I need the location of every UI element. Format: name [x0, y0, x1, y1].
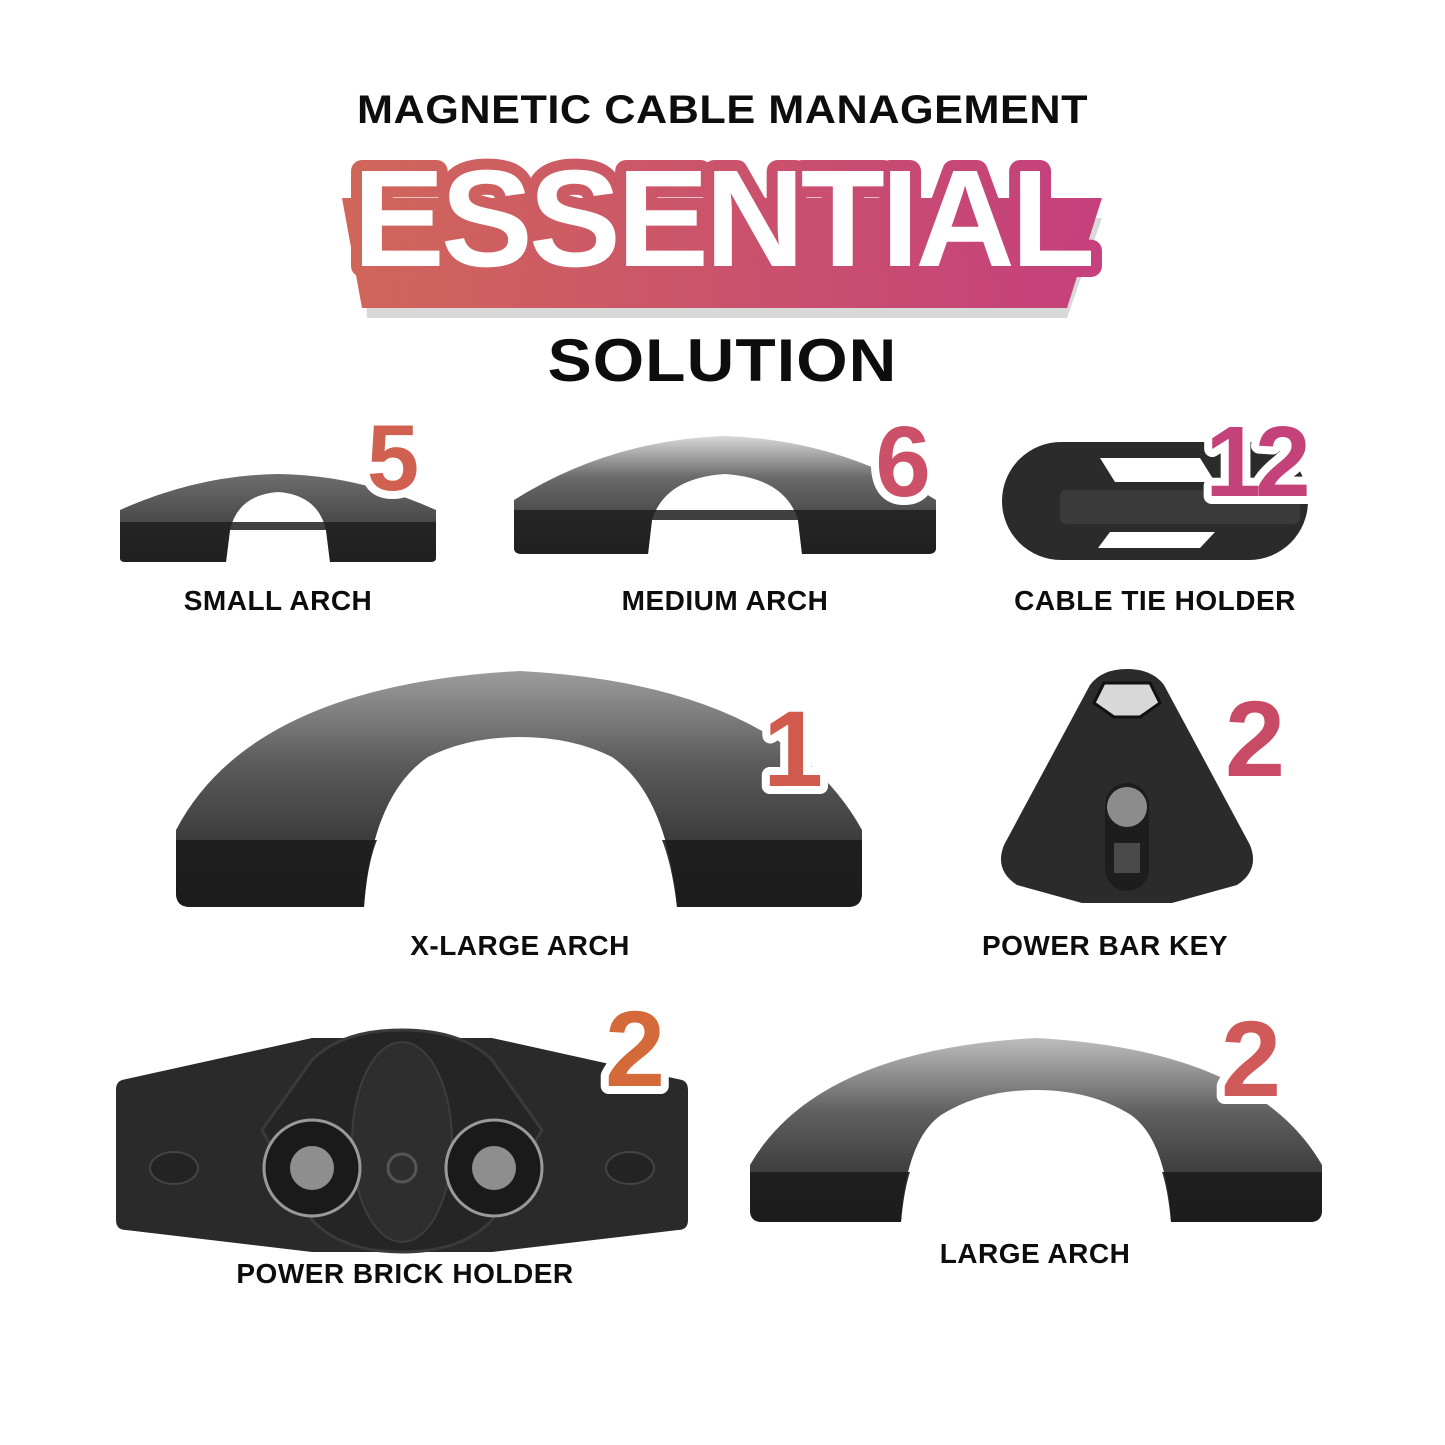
product-label-cable-tie-holder: CABLE TIE HOLDER — [1014, 585, 1296, 616]
arch-product-icon — [514, 436, 936, 554]
svg-text:2: 2 — [1221, 1000, 1281, 1110]
svg-text:1: 1 — [763, 690, 823, 800]
cable-tie-holder-icon — [1002, 442, 1308, 560]
quantity-badge-small-arch: 5 5 — [338, 397, 448, 518]
product-large-arch — [746, 1030, 1326, 1230]
product-small-arch — [118, 470, 438, 570]
svg-text:2: 2 — [1225, 680, 1285, 790]
product-label-small-arch: SMALL ARCH — [183, 585, 373, 616]
svg-text:5: 5 — [367, 412, 419, 502]
product-label-x-large-arch: X-LARGE ARCH — [410, 930, 630, 961]
arch-product-icon — [120, 474, 436, 562]
hero-title-graphic: ESSENTIAL ESSENTIAL — [342, 148, 1107, 318]
arch-product-icon — [750, 1038, 1322, 1222]
subtitle: MAGNETIC CABLE MANAGEMENT — [356, 88, 1089, 132]
product-label-medium-arch: MEDIUM ARCH — [621, 585, 829, 616]
svg-text:12: 12 — [1205, 410, 1307, 510]
svg-text:2: 2 — [605, 990, 665, 1100]
hero-word-outline: ESSENTIAL — [353, 148, 1092, 296]
svg-text:6: 6 — [875, 408, 931, 508]
svg-text:2: 2 — [1225, 680, 1285, 790]
svg-text:12: 12 — [1205, 410, 1307, 510]
svg-text:1: 1 — [763, 690, 823, 800]
arch-product-icon — [176, 671, 862, 907]
power-brick-holder-icon — [116, 1028, 688, 1254]
quantity-badge-large-arch: 2 2 — [1196, 990, 1306, 1127]
product-label-power-brick-holder: POWER BRICK HOLDER — [236, 1258, 574, 1289]
product-medium-arch — [510, 430, 940, 560]
svg-text:5: 5 — [367, 412, 419, 502]
svg-text:6: 6 — [875, 408, 931, 508]
hero-title: ESSENTIAL ESSENTIAL — [322, 148, 1122, 323]
product-power-brick-holder — [112, 1020, 692, 1260]
product-label-power-bar-key: POWER BAR KEY — [981, 930, 1229, 961]
quantity-badge-x-large-arch: 1 1 — [748, 680, 838, 817]
product-x-large-arch — [172, 665, 867, 915]
quantity-badge-power-bar-key: 2 2 — [1200, 670, 1310, 807]
product-cable-tie-holder — [1000, 420, 1310, 565]
tagline: SOLUTION — [547, 327, 898, 394]
product-label-large-arch: LARGE ARCH — [939, 1238, 1131, 1269]
product-power-bar-key — [992, 665, 1262, 915]
svg-text:2: 2 — [1221, 1000, 1281, 1110]
quantity-badge-cable-tie-holder: 12 12 — [1170, 398, 1340, 526]
svg-text:2: 2 — [605, 990, 665, 1100]
quantity-badge-medium-arch: 6 6 — [848, 398, 958, 526]
hero-word: ESSENTIAL — [353, 148, 1092, 296]
quantity-badge-power-brick-holder: 2 2 — [580, 980, 690, 1117]
power-bar-key-icon — [1000, 669, 1254, 903]
